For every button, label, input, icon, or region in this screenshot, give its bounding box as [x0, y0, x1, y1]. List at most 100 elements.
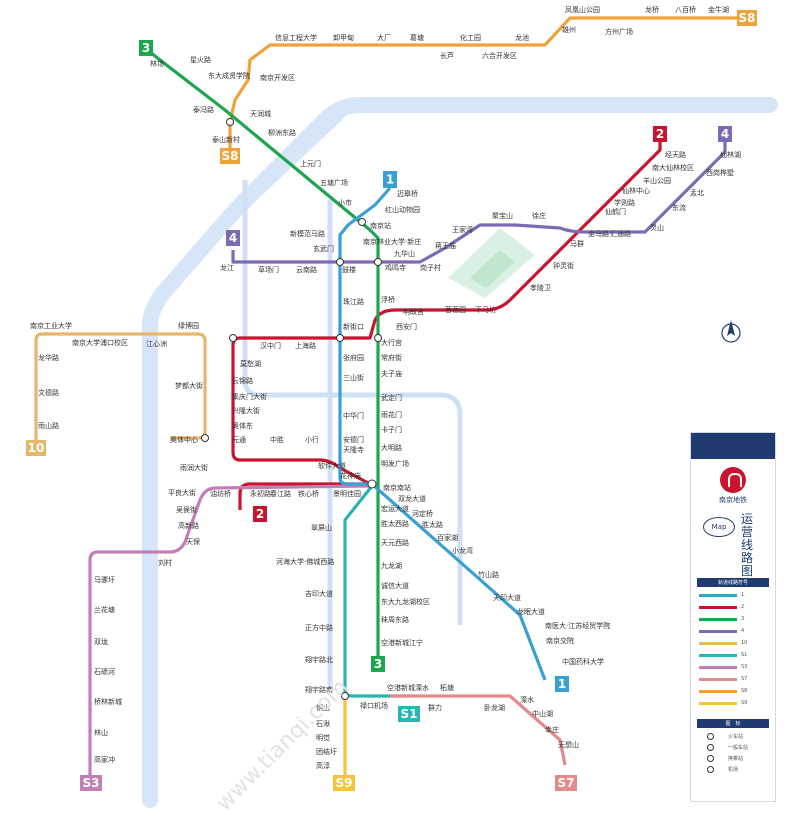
station-label[interactable]: 钟灵街 — [553, 261, 574, 270]
station-label[interactable]: 竹山路 — [478, 570, 499, 579]
badge-line-1-top[interactable]: 1 — [383, 171, 397, 188]
station-label[interactable]: 明故宫 — [403, 307, 424, 316]
station-label[interactable]: 中山湖 — [532, 709, 553, 718]
station-label[interactable]: 平良大街 — [168, 488, 196, 497]
station-label[interactable]: 桥林新城 — [94, 697, 122, 706]
station-label[interactable]: 中国药科大学 — [562, 657, 604, 666]
station-label[interactable]: 六合开发区 — [482, 51, 517, 60]
station-label[interactable]: 南京工业大学 — [30, 321, 72, 330]
station-label[interactable]: 仙鹤门 — [605, 207, 626, 216]
station-label[interactable]: 大厂 — [377, 33, 391, 42]
station-label[interactable]: 岗子村 — [420, 263, 441, 272]
badge-line-1-bottom[interactable]: 1 — [555, 676, 569, 692]
station-label[interactable]: 南京站 — [370, 221, 391, 230]
station-label[interactable]: 龙江 — [220, 263, 234, 272]
station-label[interactable]: 西岗桦墅 — [706, 168, 734, 177]
station-label[interactable]: 河定桥 — [412, 509, 433, 518]
station-label[interactable]: 石碛河 — [94, 667, 115, 676]
station-label[interactable]: 下马坊 — [475, 305, 496, 314]
station-label[interactable]: 聚宝山 — [492, 211, 513, 220]
station-label[interactable]: 吴侯街 — [176, 505, 197, 514]
station-label[interactable]: 双龙大道 — [398, 494, 426, 503]
station-label[interactable]: 东流 — [672, 203, 686, 212]
station-label[interactable]: 小行 — [305, 435, 319, 444]
station-label[interactable]: 东大成贤学院 — [208, 71, 250, 80]
station-label[interactable]: 苜蓿园 — [445, 305, 466, 314]
station-label[interactable]: 新街口 — [343, 322, 364, 331]
station-label[interactable]: 兰花塘 — [94, 605, 115, 614]
station-label[interactable]: 翔宇路南 — [305, 685, 333, 694]
station-label[interactable]: 蒋王庙 — [435, 241, 456, 250]
station-label[interactable]: 长芦 — [440, 51, 454, 60]
station-label[interactable]: 上元门 — [300, 159, 321, 168]
station-label[interactable]: 星火路 — [190, 55, 211, 64]
station-label[interactable]: 信息工程大学 — [275, 33, 317, 42]
station-label[interactable]: 雨润大街 — [180, 463, 208, 472]
station-label[interactable]: 上海路 — [295, 341, 316, 350]
station-label[interactable]: 南京交院 — [546, 636, 574, 645]
station-label[interactable]: 八百桥 — [675, 5, 696, 14]
station-label[interactable]: 草场门 — [258, 265, 279, 274]
station-label[interactable]: 浮桥 — [381, 295, 395, 304]
station-label[interactable]: 仙林湖 — [720, 150, 741, 159]
station-label[interactable]: 龙池 — [515, 33, 529, 42]
badge-line-s9[interactable]: S9 — [333, 775, 355, 791]
station-label[interactable]: 梦都大街 — [175, 381, 203, 390]
station-label[interactable]: 集庆门大街 — [232, 392, 267, 401]
station-label[interactable]: 云南路 — [296, 265, 317, 274]
station-label[interactable]: 空港新城江宁 — [381, 638, 423, 647]
station-label[interactable]: 南京南站 — [383, 483, 411, 492]
station-label[interactable]: 花神庙 — [340, 471, 361, 480]
station-label[interactable]: 绿博园 — [178, 321, 199, 330]
badge-line-s3[interactable]: S3 — [80, 775, 102, 791]
station-label[interactable]: 羊山公园 — [643, 176, 671, 185]
station-label[interactable]: 百家湖 — [437, 533, 458, 542]
station-label[interactable]: 张府园 — [343, 353, 364, 362]
station-label[interactable]: 迈皋桥 — [397, 189, 418, 198]
station-label[interactable]: 天润城 — [250, 109, 271, 118]
station-label[interactable]: 东大九龙湖校区 — [381, 597, 430, 606]
station-label[interactable]: 孝陵卫 — [530, 283, 551, 292]
station-label[interactable]: 卧龙湖 — [484, 703, 505, 712]
station-label[interactable]: 南医大·江苏经贸学院 — [545, 621, 610, 630]
station-label[interactable]: 翔宇路北 — [305, 655, 333, 664]
station-label[interactable]: 石湫 — [316, 719, 330, 728]
badge-line-2-bottom[interactable]: 2 — [253, 506, 267, 522]
station-label[interactable]: 文德路 — [38, 388, 59, 397]
station-label[interactable]: 春江路 — [270, 489, 291, 498]
station-label[interactable]: 江心洲 — [146, 340, 167, 348]
badge-line-10[interactable]: 10 — [26, 440, 46, 456]
station-label[interactable]: 汉中门 — [260, 341, 281, 350]
station-label[interactable]: 正方中路 — [305, 623, 333, 632]
station-label[interactable]: 中华门 — [343, 411, 364, 420]
station-label[interactable]: 刘村 — [158, 558, 172, 567]
station-label[interactable]: 三山街 — [343, 373, 364, 382]
station-label[interactable]: 马群 — [570, 239, 584, 248]
station-label[interactable]: 幸庄 — [545, 725, 559, 734]
station-label[interactable]: 鼓楼 — [342, 265, 356, 274]
badge-line-2-top[interactable]: 2 — [653, 126, 667, 142]
station-label[interactable]: 胜太路 — [422, 520, 443, 529]
badge-line-s8-top[interactable]: S8 — [737, 10, 757, 26]
station-label[interactable]: 明觉 — [316, 733, 330, 742]
station-label[interactable]: 雄州 — [562, 25, 576, 34]
badge-line-4-left[interactable]: 4 — [226, 230, 240, 246]
station-label[interactable]: 大行宫 — [381, 338, 402, 347]
station-label[interactable]: 五塘广场 — [320, 178, 348, 187]
station-label[interactable]: 化工园 — [460, 33, 481, 42]
station-label[interactable]: 高新路 — [178, 521, 199, 530]
station-label[interactable]: 珠江路 — [343, 297, 364, 306]
station-label[interactable]: 卡子门 — [381, 425, 402, 434]
station-label[interactable]: 葛塘 — [410, 33, 424, 42]
station-label[interactable]: 新模范马路 — [290, 229, 325, 238]
station-label[interactable]: 龙华路 — [38, 353, 59, 362]
station-label[interactable]: 明发广场 — [381, 459, 409, 468]
station-label[interactable]: 方州广场 — [605, 27, 633, 36]
station-label[interactable]: 无想山 — [558, 740, 579, 749]
station-label[interactable]: 高淳 — [316, 761, 330, 770]
station-label[interactable]: 诚信大道 — [381, 581, 409, 590]
station-label[interactable]: 柘塘 — [440, 683, 454, 692]
station-label[interactable]: 仙林中心 — [622, 186, 650, 195]
station-label[interactable]: 灵山 — [650, 223, 664, 232]
station-label[interactable]: 群力 — [428, 703, 442, 712]
